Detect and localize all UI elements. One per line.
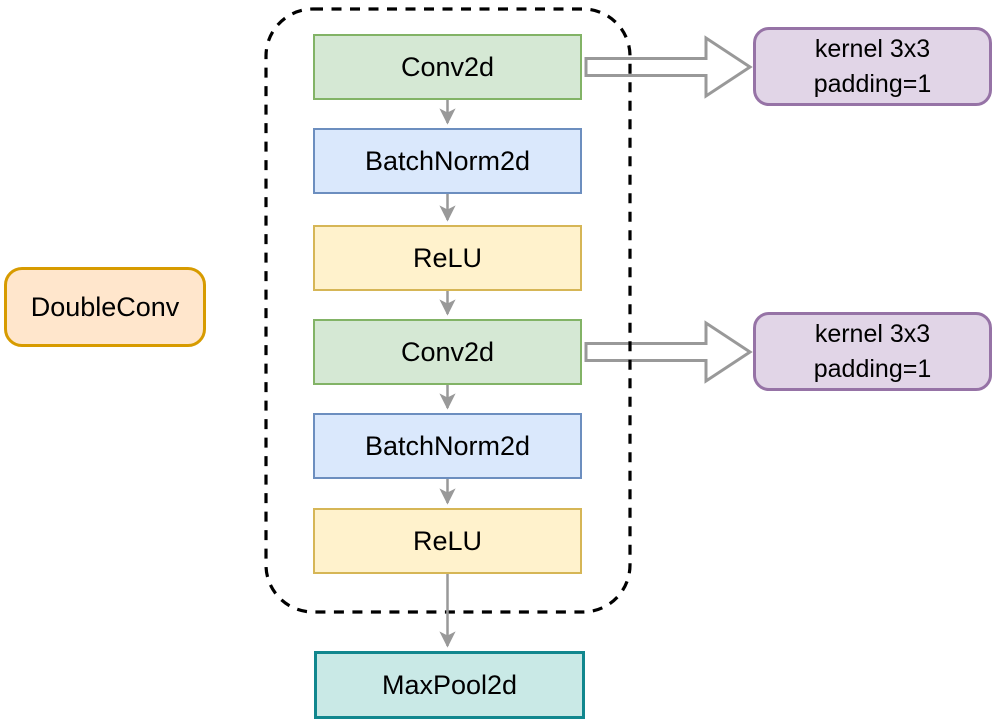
layer-box-relu-2: ReLU bbox=[313, 508, 582, 574]
annotation-kernel-1: kernel 3x3 padding=1 bbox=[753, 27, 992, 106]
annotation-kernel-2: kernel 3x3 padding=1 bbox=[753, 312, 992, 391]
layer-box-batchnorm2d-2: BatchNorm2d bbox=[313, 413, 582, 479]
layer-box-batchnorm2d-1: BatchNorm2d bbox=[313, 128, 582, 194]
annotation-line: padding=1 bbox=[813, 354, 932, 383]
group-label-doubleconv: DoubleConv bbox=[4, 267, 206, 347]
layer-box-relu-1: ReLU bbox=[313, 225, 582, 291]
block-arrow-icon-2 bbox=[584, 320, 753, 384]
block-arrow-icon-1 bbox=[584, 35, 753, 99]
annotation-line: kernel 3x3 bbox=[814, 34, 931, 63]
layer-box-conv2d-2: Conv2d bbox=[313, 319, 582, 385]
layer-box-maxpool2d: MaxPool2d bbox=[314, 651, 585, 719]
layer-box-conv2d-1: Conv2d bbox=[313, 34, 582, 100]
annotation-line: kernel 3x3 bbox=[814, 319, 931, 348]
annotation-line: padding=1 bbox=[813, 69, 932, 98]
